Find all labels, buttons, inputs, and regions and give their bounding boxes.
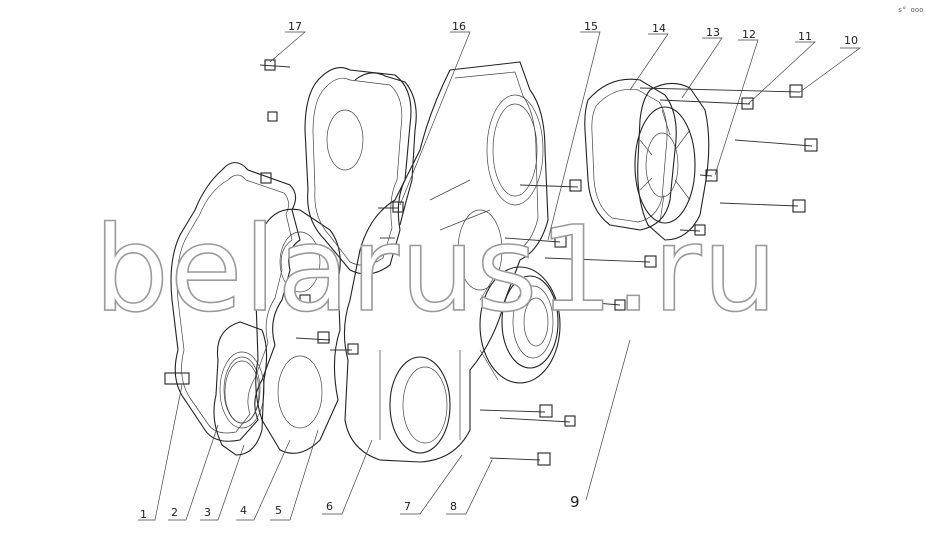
callout-13: 13 bbox=[706, 26, 720, 39]
callout-6: 6 bbox=[326, 500, 333, 513]
callout-4: 4 bbox=[240, 504, 247, 517]
watermark-text: belarus1.ru bbox=[94, 200, 778, 338]
seal-hub bbox=[479, 266, 561, 384]
callout-5: 5 bbox=[275, 504, 282, 517]
callout-14: 14 bbox=[652, 22, 666, 35]
callout-3: 3 bbox=[204, 506, 211, 519]
corner-mark: s° ooo bbox=[898, 6, 923, 14]
callout-11: 11 bbox=[798, 30, 812, 43]
part-13-flange bbox=[634, 82, 710, 241]
callout-16: 16 bbox=[452, 20, 466, 33]
part-4-plate bbox=[255, 208, 341, 454]
callout-9: 9 bbox=[570, 493, 580, 511]
bolts bbox=[164, 59, 818, 466]
part-16-gasket bbox=[304, 67, 417, 275]
callout-1: 1 bbox=[140, 508, 147, 521]
callout-labels: 1 2 3 4 5 6 7 8 9 10 11 12 13 14 15 16 1… bbox=[140, 20, 858, 521]
leader-lines bbox=[138, 31, 862, 521]
callout-17: 17 bbox=[288, 20, 302, 33]
callout-15: 15 bbox=[584, 20, 598, 33]
callout-8: 8 bbox=[450, 500, 457, 513]
callout-7: 7 bbox=[404, 500, 411, 513]
callout-2: 2 bbox=[171, 506, 178, 519]
part-3-plate bbox=[213, 321, 268, 456]
callout-10: 10 bbox=[844, 34, 858, 47]
callout-12: 12 bbox=[742, 28, 756, 41]
part-6-housing bbox=[343, 61, 549, 463]
